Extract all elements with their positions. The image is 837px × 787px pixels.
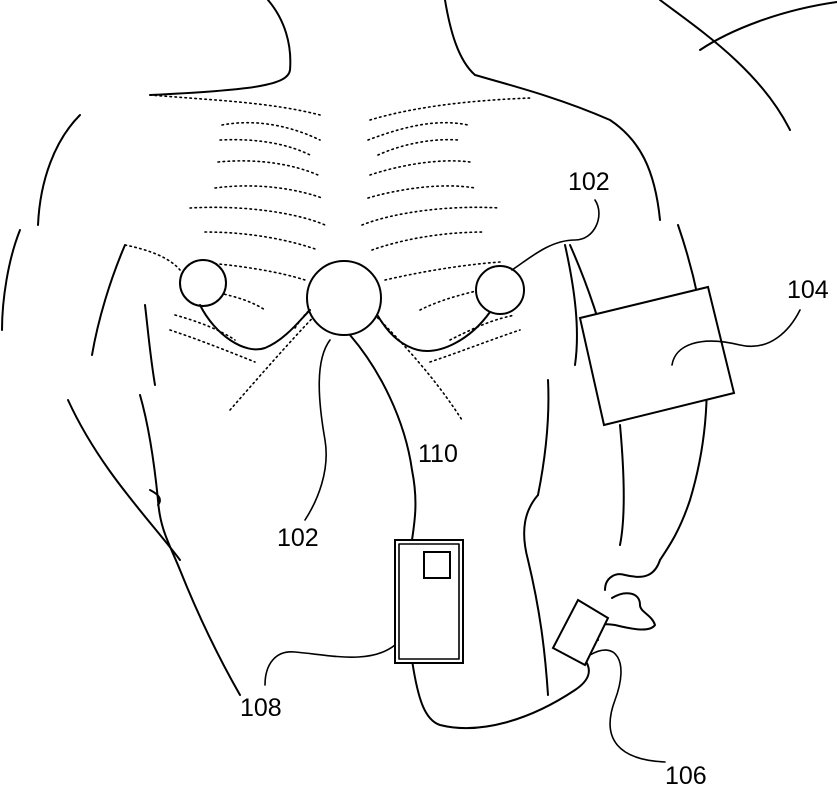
pressure-cuff	[580, 287, 734, 425]
electrodes	[180, 260, 524, 335]
label-110: 110	[418, 440, 458, 468]
right-arm-forward	[660, 0, 790, 130]
lead-left	[200, 305, 310, 349]
right-arm-line	[700, 2, 837, 50]
electrode-center	[307, 261, 381, 335]
forearm-inner	[620, 425, 624, 545]
navel-left	[150, 490, 160, 505]
right-side-upper	[565, 245, 577, 365]
leader-106	[590, 650, 665, 762]
forearm-upper	[605, 560, 660, 590]
cable-to-wrist	[412, 660, 589, 728]
left-hip	[140, 395, 240, 695]
left-waist	[68, 400, 180, 560]
electrode-right	[476, 266, 524, 314]
neck-left	[150, 0, 290, 95]
electrode-left	[180, 260, 226, 306]
leader-102-center	[305, 340, 330, 520]
left-shoulder	[38, 115, 80, 225]
label-102-center: 102	[277, 524, 319, 552]
left-side-upper	[92, 245, 125, 355]
left-arm-outer	[2, 230, 20, 330]
left-side-mid	[145, 305, 155, 385]
right-waist	[524, 495, 548, 695]
right-side-mid	[538, 380, 548, 495]
leader-108	[265, 645, 395, 685]
leader-102-top	[512, 200, 599, 270]
cable-110	[350, 335, 415, 540]
lead-wires	[200, 305, 589, 728]
lead-right	[378, 312, 490, 351]
label-102-upper: 102	[568, 168, 610, 196]
reference-labels: 102 104 110 102 108 106	[240, 168, 829, 787]
monitor-device	[395, 540, 463, 663]
label-108: 108	[240, 694, 282, 722]
label-106: 106	[665, 762, 707, 787]
rib-cage	[125, 95, 530, 420]
label-104: 104	[787, 276, 829, 304]
wrist-sensor	[553, 600, 608, 665]
neck-right	[445, 0, 660, 220]
